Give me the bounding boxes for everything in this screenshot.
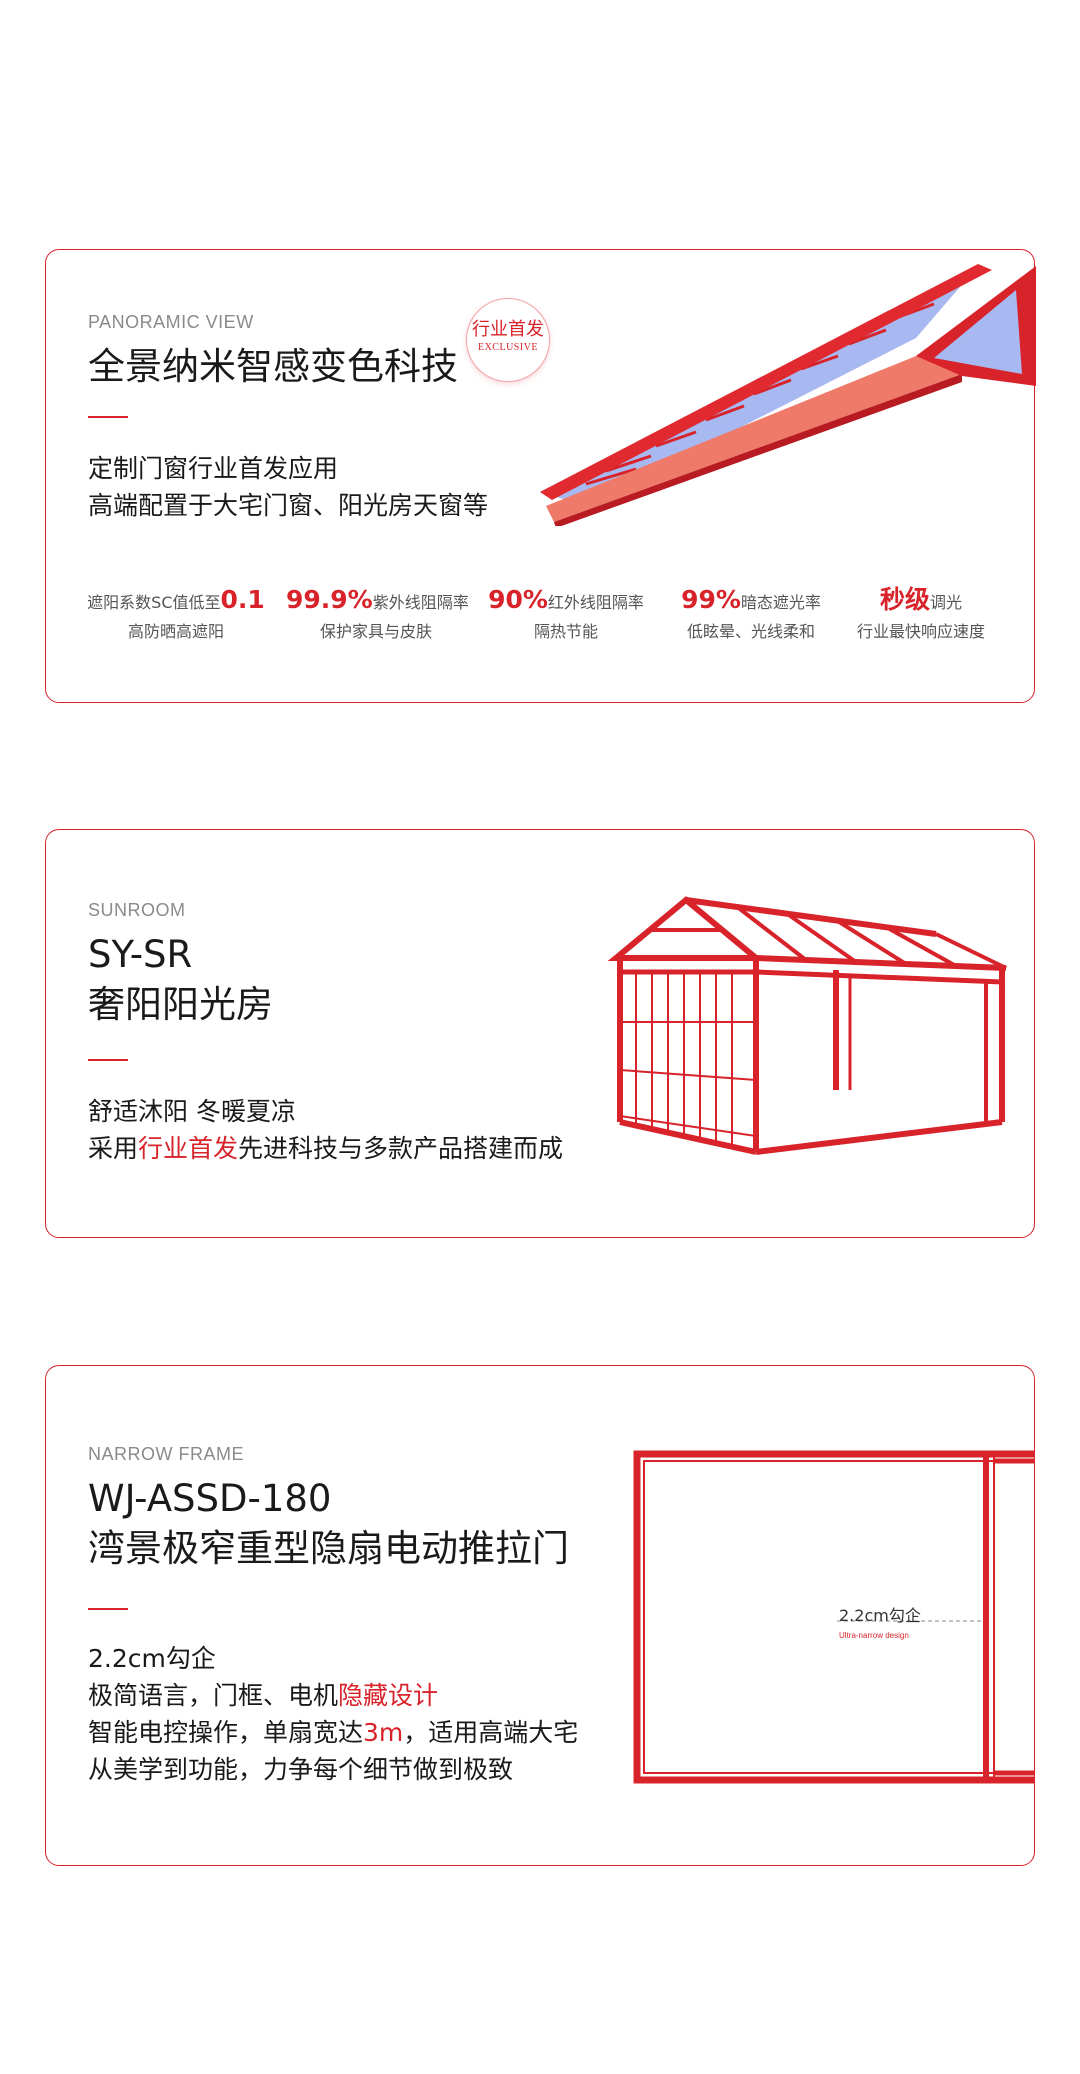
panoramic-view-card: PANORAMIC VIEW 全景纳米智感变色科技 行业首发 EXCLUSIVE… xyxy=(45,249,1036,703)
card2-highlight: 行业首发 xyxy=(138,1134,239,1163)
card3-title: WJ-ASSD-180 湾景极窄重型隐扇电动推拉门 xyxy=(88,1474,569,1574)
card3-title-line2: 湾景极窄重型隐扇电动推拉门 xyxy=(88,1527,569,1570)
card2-divider xyxy=(88,1059,128,1061)
stat-uv-block: 99.9%紫外线阻隔率 保护家具与皮肤 xyxy=(286,583,469,644)
card3-desc-line1: 2.2cm勾企 xyxy=(88,1644,216,1673)
narrow-frame-card: NARROW FRAME WJ-ASSD-180 湾景极窄重型隐扇电动推拉门 2… xyxy=(45,1365,1035,1866)
card1-stats-row: 遮阳系数SC值低至0.1 高防晒高遮阳 99.9%紫外线阻隔率 保护家具与皮肤 … xyxy=(86,583,996,653)
stat-value: 0.1 xyxy=(220,585,265,614)
card3-eyebrow: NARROW FRAME xyxy=(88,1444,244,1464)
card3-desc-line2: 极简语言，门框、电机隐藏设计 xyxy=(88,1681,439,1710)
badge-en-text: EXCLUSIVE xyxy=(477,342,539,353)
stat-value: 秒级 xyxy=(879,585,930,614)
callout-main-label: 2.2cm勾企 xyxy=(839,1606,921,1625)
stat-prefix: 遮阳系数SC值低至 xyxy=(87,593,221,612)
card1-title: 全景纳米智感变色科技 xyxy=(88,345,458,388)
card2-title: SY-SR 奢阳阳光房 xyxy=(88,930,273,1030)
card3-highlight-hidden-design: 隐藏设计 xyxy=(338,1681,439,1710)
sliding-door-illustration xyxy=(633,1450,1034,1784)
card1-eyebrow: PANORAMIC VIEW xyxy=(88,312,254,332)
card3-description: 2.2cm勾企 极简语言，门框、电机隐藏设计 智能电控操作，单扇宽达3m，适用高… xyxy=(88,1640,578,1788)
stat-value: 99% xyxy=(681,585,741,614)
card1-description: 定制门窗行业首发应用 高端配置于大宅门窗、阳光房天窗等 xyxy=(88,450,488,524)
roof-beam-top xyxy=(546,352,962,522)
stat-sub: 保护家具与皮肤 xyxy=(319,622,432,641)
card1-desc-line1: 定制门窗行业首发应用 xyxy=(88,454,339,483)
stat-value: 99.9% xyxy=(286,585,373,614)
stat-suffix: 红外线阻隔率 xyxy=(547,593,644,612)
stat-sub: 隔热节能 xyxy=(533,622,598,641)
card1-divider xyxy=(88,416,128,418)
card2-desc-line2: 采用行业首发先进科技与多款产品搭建而成 xyxy=(88,1134,564,1163)
roof-ridge xyxy=(540,264,992,500)
stat-suffix: 暗态遮光率 xyxy=(740,593,821,612)
card2-desc-line1: 舒适沐阳 冬暖夏凉 xyxy=(88,1097,296,1126)
card2-title-line2: 奢阳阳光房 xyxy=(88,983,273,1026)
card3-title-line1: WJ-ASSD-180 xyxy=(88,1477,332,1520)
card2-description: 舒适沐阳 冬暖夏凉 采用行业首发先进科技与多款产品搭建而成 xyxy=(88,1093,563,1167)
stat-shading-coefficient: 遮阳系数SC值低至0.1 高防晒高遮阳 xyxy=(86,583,266,644)
stat-ir-block: 90%红外线阻隔率 隔热节能 xyxy=(486,583,646,644)
stat-sub: 行业最快响应速度 xyxy=(856,622,985,641)
stat-dimming-speed: 秒级调光 行业最快响应速度 xyxy=(846,583,996,644)
stat-sub: 高防晒高遮阳 xyxy=(127,622,224,641)
stat-sub: 低眩晕、光线柔和 xyxy=(686,622,815,641)
card3-desc-line3: 智能电控操作，单扇宽达3m，适用高端大宅 xyxy=(88,1718,579,1747)
sunroom-card: SUNROOM SY-SR 奢阳阳光房 舒适沐阳 冬暖夏凉 采用行业首发先进科技… xyxy=(45,829,1035,1238)
stat-dark-shading: 99%暗态遮光率 低眩晕、光线柔和 xyxy=(671,583,831,644)
badge-cn-text: 行业首发 xyxy=(472,319,544,340)
card1-desc-line2: 高端配置于大宅门窗、阳光房天窗等 xyxy=(88,491,489,520)
roof-gable-glass xyxy=(934,290,1022,374)
sunroom-illustration xyxy=(607,896,1007,1155)
skylight-roof-illustration xyxy=(540,264,1036,526)
callout-sub-label: Ultra-narrow design xyxy=(839,1631,909,1640)
card3-highlight-width: 3m xyxy=(363,1718,404,1747)
stat-suffix: 调光 xyxy=(930,593,963,612)
card2-title-line1: SY-SR xyxy=(88,933,193,976)
stat-suffix: 紫外线阻隔率 xyxy=(372,593,469,612)
card3-divider xyxy=(88,1608,128,1610)
stat-value: 90% xyxy=(488,585,548,614)
card2-eyebrow: SUNROOM xyxy=(88,900,186,920)
roof-beam-bottom xyxy=(554,374,962,526)
exclusive-badge: 行业首发 EXCLUSIVE xyxy=(466,298,550,382)
card3-desc-line4: 从美学到功能，力争每个细节做到极致 xyxy=(88,1755,514,1784)
